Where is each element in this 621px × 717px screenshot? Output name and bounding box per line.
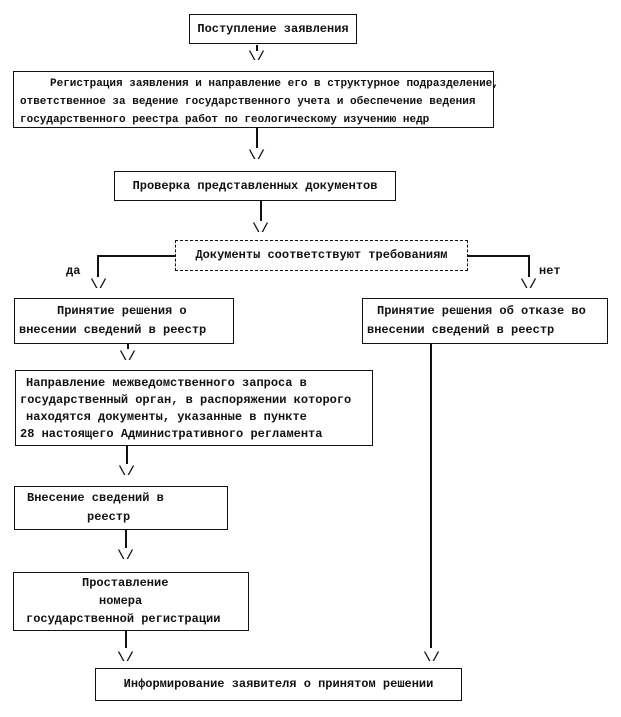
connector-line — [127, 344, 129, 349]
flow-node-interagency-request: Направление межведомственного запроса в … — [15, 370, 373, 446]
connector-line — [126, 446, 128, 464]
flow-node-refuse-decision-line: Принятие решения об отказе во — [377, 304, 586, 318]
flow-node-receipt: Поступление заявления — [189, 14, 357, 44]
connector-line — [125, 631, 127, 648]
branch-label-no: нет — [539, 264, 561, 278]
flow-node-inform-applicant-label: Информирование заявителя о принятом реше… — [123, 677, 434, 691]
flow-node-decision-label: Документы соответствуют требованиям — [195, 248, 448, 262]
flow-node-refuse-decision-line: внесении сведений в реестр — [367, 323, 555, 337]
arrow-down-icon: \/ — [90, 277, 108, 292]
flow-node-check-documents-label: Проверка представленных документов — [132, 178, 378, 193]
arrow-down-icon: \/ — [118, 464, 136, 479]
arrow-down-icon: \/ — [117, 650, 135, 665]
flow-node-approve-decision-line: Принятие решения о — [57, 304, 187, 318]
flow-node-register-entry-line: реестр — [87, 510, 131, 524]
connector-line — [468, 255, 529, 257]
flow-node-receipt-label: Поступление заявления — [197, 21, 349, 36]
arrow-down-icon: \/ — [520, 277, 538, 292]
flow-node-interagency-request-line: находятся документы, указанные в пункте — [26, 410, 307, 424]
arrow-down-icon: \/ — [423, 650, 441, 665]
flow-node-register-entry-line: Внесение сведений в — [27, 491, 164, 505]
connector-line — [256, 45, 258, 51]
connector-line — [256, 128, 258, 148]
arrow-down-icon: \/ — [119, 349, 137, 364]
connector-line — [528, 255, 530, 277]
connector-line — [125, 530, 127, 548]
flow-node-register-entry: Внесение сведений в реестр — [14, 486, 228, 530]
connector-line — [430, 344, 432, 648]
flow-node-approve-decision: Принятие решения о внесении сведений в р… — [14, 298, 234, 344]
branch-label-yes: да — [66, 264, 81, 278]
flow-node-interagency-request-line: Направление межведомственного запроса в — [26, 376, 307, 390]
arrow-down-icon: \/ — [248, 148, 266, 163]
flow-node-inform-applicant: Информирование заявителя о принятом реше… — [95, 668, 462, 701]
arrow-down-icon: \/ — [248, 49, 266, 64]
connector-line — [260, 201, 262, 221]
flow-node-registration-line: государственного реестра работ по геолог… — [20, 114, 430, 126]
flow-node-registration: Регистрация заявления и направление его … — [13, 71, 499, 128]
flow-node-refuse-decision: Принятие решения об отказе во внесении с… — [362, 298, 608, 344]
flow-node-registration-line: ответственное за ведение государственног… — [20, 96, 476, 108]
flow-node-registration-line: Регистрация заявления и направление его … — [50, 78, 499, 90]
flow-node-registration-number-line: государственной регистрации — [26, 612, 221, 626]
flow-node-registration-number-line: номера — [99, 594, 143, 608]
arrow-down-icon: \/ — [117, 548, 135, 563]
arrow-down-icon: \/ — [252, 221, 270, 236]
connector-line — [98, 255, 175, 257]
flow-node-registration-number-line: Проставление — [82, 576, 169, 590]
flow-node-decision: Документы соответствуют требованиям — [175, 240, 468, 271]
connector-line — [97, 255, 99, 277]
flow-node-registration-number: Проставление номера государственной реги… — [13, 572, 249, 631]
flow-node-check-documents: Проверка представленных документов — [114, 171, 396, 201]
flow-node-interagency-request-line: государственный орган, в распоряжении ко… — [20, 393, 352, 407]
flow-node-approve-decision-line: внесении сведений в реестр — [19, 323, 207, 337]
flow-node-interagency-request-line: 28 настоящего Административного регламен… — [20, 427, 323, 441]
